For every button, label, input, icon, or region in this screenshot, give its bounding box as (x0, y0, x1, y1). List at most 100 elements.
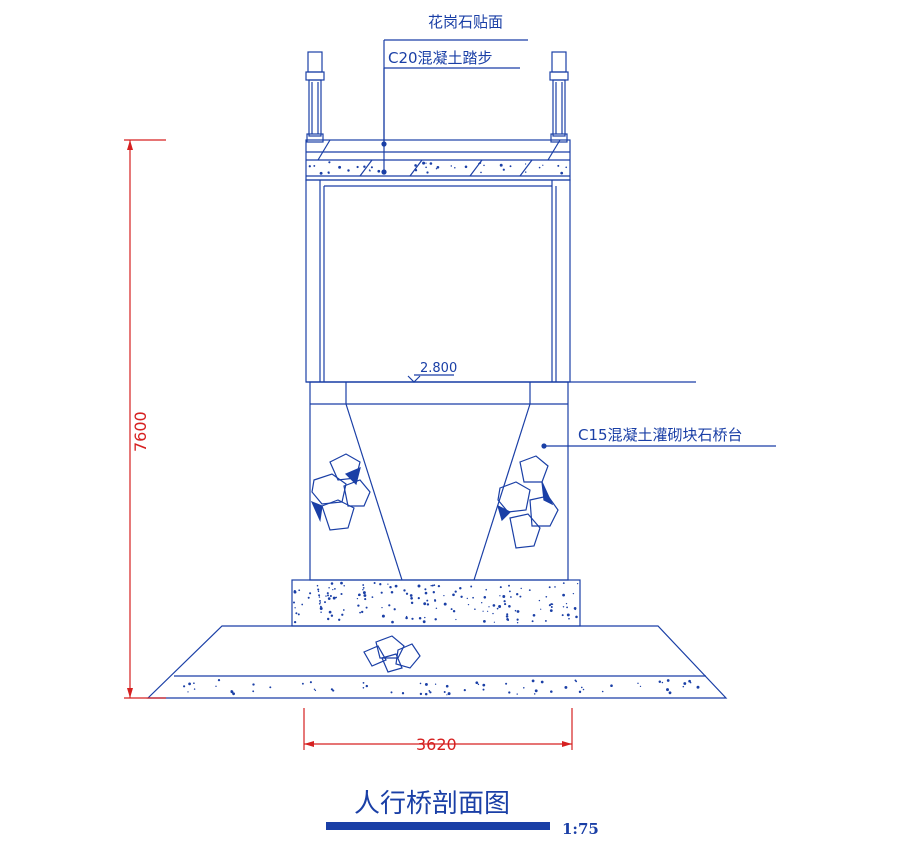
stipple-dot (531, 620, 534, 623)
stipple-dot (307, 596, 310, 599)
stipple-dot (431, 584, 434, 587)
stipple-dot (531, 679, 535, 683)
stipple-dot (516, 593, 519, 596)
stipple-dot (661, 681, 664, 684)
stipple-dot (580, 686, 583, 689)
stipple-dot (328, 172, 330, 174)
stipple-dot (516, 622, 519, 624)
dimension-lines (124, 139, 573, 750)
stipple-dot (666, 679, 670, 682)
stipple-dot (478, 162, 480, 165)
stipple-dot (689, 681, 692, 684)
stipple-dot (566, 606, 568, 609)
stipple-dot (347, 169, 350, 172)
stipple-dot (532, 613, 536, 617)
stipple-dot (450, 608, 453, 611)
elevation-marker-icon (407, 375, 421, 383)
stipple-dot (319, 599, 321, 602)
stipple-dot (215, 685, 217, 687)
stipple-dot (483, 596, 487, 599)
stipple-dot (318, 594, 321, 597)
stipple-dot (576, 582, 579, 585)
stipple-dot (565, 166, 568, 169)
stipple-dot (524, 163, 527, 165)
elevation-label: 2.800 (420, 361, 457, 376)
stipple-dot (560, 171, 564, 175)
stipple-dot (550, 606, 553, 608)
stipple-dot (317, 590, 320, 593)
stipple-dot (477, 683, 480, 686)
stipple-dot (508, 584, 510, 587)
stipple-dot (550, 690, 553, 693)
stipple-dot (293, 590, 297, 594)
stipple-dot (562, 593, 565, 597)
stipple-dot (506, 618, 509, 621)
stipple-dot (324, 601, 326, 604)
stipple-dot (429, 691, 432, 694)
stipple-dot (358, 594, 360, 597)
stipple-dot (637, 682, 639, 685)
stipple-dot (514, 609, 517, 612)
stipple-dot (320, 611, 322, 614)
stipple-dot (292, 601, 296, 604)
stipple-dot (362, 584, 365, 586)
stipple-dot (316, 584, 319, 587)
stipple-dot (301, 603, 304, 606)
stipple-dot (561, 614, 564, 617)
stipple-dot (455, 618, 457, 621)
stipple-dot (414, 169, 418, 172)
stipple-dot (450, 165, 453, 167)
stipple-dot (409, 594, 413, 597)
stipple-dot (564, 685, 568, 689)
stipple-dot (443, 691, 446, 693)
stipple-dot (506, 613, 509, 616)
stipple-dot (566, 613, 570, 617)
stipple-dot (544, 619, 547, 622)
stipple-dot (365, 684, 368, 688)
stipple-dot (364, 598, 367, 601)
stipple-dot (568, 617, 570, 620)
stipple-dot (463, 689, 466, 692)
stipple-dot (466, 597, 468, 600)
stipple-dot (475, 681, 479, 685)
stipple-dot (425, 166, 427, 169)
stipple-dot (332, 589, 334, 591)
stipple-dot (232, 692, 235, 696)
stipple-dot (482, 610, 484, 612)
stipple-dot (393, 608, 396, 611)
stipple-dot (217, 678, 221, 682)
stipple-dot (548, 586, 551, 589)
stipple-dot (318, 596, 321, 598)
stipple-dot (418, 617, 422, 620)
stipple-dot (538, 599, 541, 602)
stipple-dot (505, 682, 508, 685)
stipple-dot (474, 608, 476, 610)
stipple-dot (357, 604, 360, 607)
stipple-dot (492, 604, 496, 607)
stipple-dot (193, 682, 195, 685)
stipple-dot (429, 162, 433, 165)
stipple-dot (325, 595, 327, 597)
stipple-dot (542, 164, 544, 166)
c15-label: C15混凝土灌砌块石桥台 (578, 426, 743, 444)
stipple-dot (424, 692, 428, 696)
concrete-stipple (183, 161, 700, 696)
stipple-dot (499, 595, 501, 597)
stipple-dot (435, 168, 438, 170)
stipple-dot (295, 612, 298, 615)
stipple-dot (297, 613, 300, 616)
stipple-dot (434, 683, 437, 685)
stipple-dot (326, 592, 329, 595)
stipple-dot (401, 692, 405, 695)
stipple-dot (482, 688, 485, 691)
stipple-dot (545, 595, 548, 598)
stipple-dot (445, 684, 449, 688)
stipple-dot (554, 586, 556, 588)
stipple-dot (362, 591, 366, 595)
stipple-dot (470, 585, 473, 588)
stipple-dot (575, 615, 578, 619)
stipple-dot (551, 603, 554, 606)
stipple-dot (343, 585, 345, 587)
stipple-dot (528, 589, 531, 592)
